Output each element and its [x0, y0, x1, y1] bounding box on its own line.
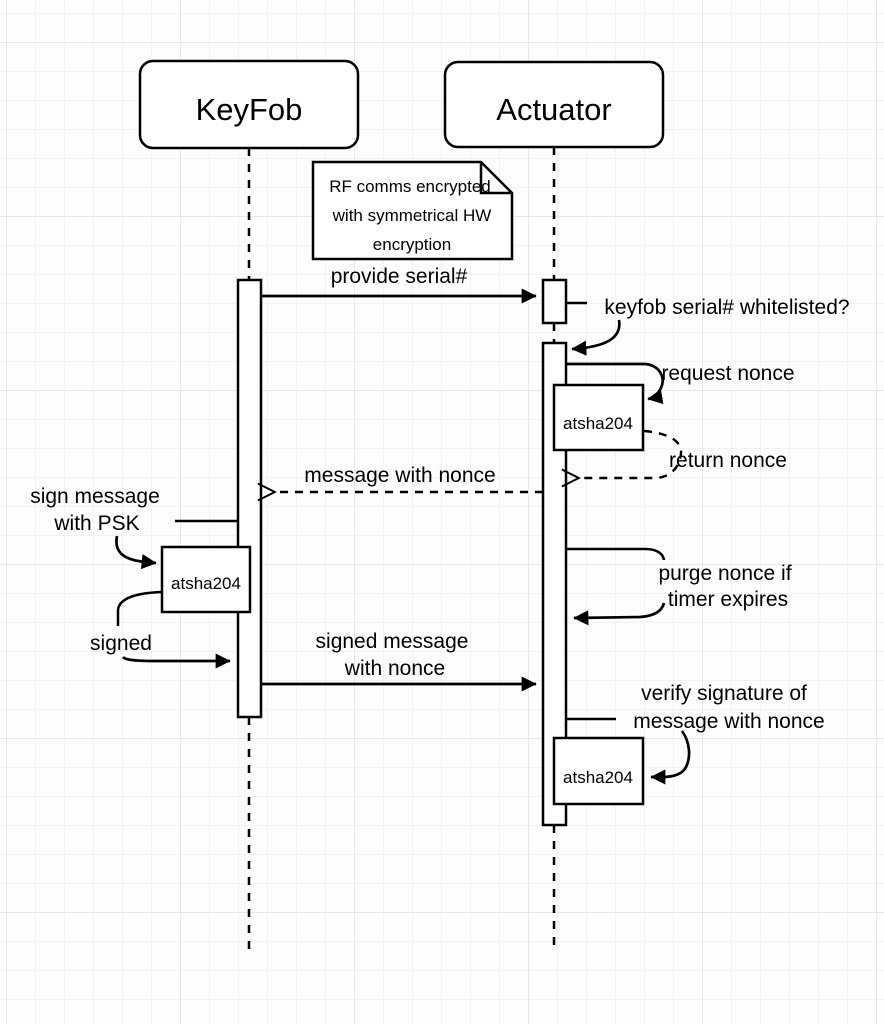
keyfob-actor-label: KeyFob: [196, 92, 303, 127]
return-nonce-label: return nonce: [669, 449, 787, 472]
actuator-actor-label: Actuator: [496, 92, 611, 127]
actuator-verify-chip-label: atsha204: [563, 768, 633, 787]
keyfob-sign-chip-label: atsha204: [171, 574, 241, 593]
whitelisted-label: keyfob serial# whitelisted?: [604, 296, 849, 319]
signed-label: signed: [90, 632, 152, 655]
sign-message-arrow: [115, 535, 157, 570]
actuator-activation-small: [541, 278, 568, 325]
purge-arrow: [573, 602, 666, 626]
verify-label-line2: message with nonce: [633, 710, 824, 733]
actuator-nonce-chip-label: atsha204: [563, 414, 633, 433]
purge-label-line2: timer expires: [668, 588, 788, 611]
note-fold-icon: [479, 162, 512, 195]
sign-message-label-line1: sign message: [30, 485, 160, 508]
keyfob-sign-chip: [160, 545, 252, 614]
keyfob-activation-bar: [236, 278, 263, 719]
note-line-2: with symmetrical HW: [332, 206, 492, 225]
actuator-nonce-chip: [552, 383, 645, 452]
actuator-actor-box: [443, 60, 665, 149]
actuator-verify-chip: [552, 736, 645, 806]
request-nonce-label: request nonce: [661, 362, 794, 385]
actuator-activation-main: [541, 341, 568, 827]
whitelisted-self-arrow: [571, 319, 621, 356]
purge-connector: [566, 547, 666, 561]
request-nonce-arrow: [566, 362, 664, 405]
note-line-1: RF comms encrypted: [329, 177, 491, 196]
verify-arrow: [650, 730, 691, 785]
verify-label-line1: verify signature of: [641, 682, 807, 705]
signed-message-label-line2: with nonce: [344, 657, 445, 680]
signed-arrow: [121, 653, 231, 669]
purge-label-line1: purge nonce if: [658, 562, 791, 585]
signed-connector: [116, 590, 163, 626]
return-nonce-arrow: [578, 429, 683, 478]
message-with-nonce-label: message with nonce: [304, 464, 495, 487]
provide-serial-label: provide serial#: [331, 265, 468, 288]
note-box: [311, 160, 514, 261]
note-line-3: encryption: [373, 235, 451, 254]
keyfob-actor-box: [138, 59, 360, 150]
signed-message-label-line1: signed message: [316, 630, 469, 653]
sign-message-label-line2: with PSK: [53, 512, 139, 535]
